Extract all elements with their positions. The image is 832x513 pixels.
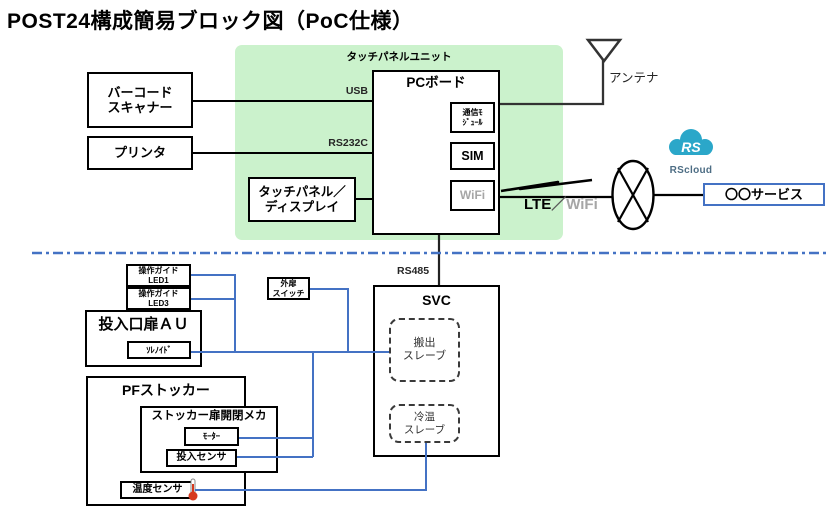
svc-label: SVC — [422, 292, 451, 308]
touch-panel-unit-label: タッチパネルユニット — [346, 51, 452, 63]
inlet-door-au-label: 投入口扉ＡＵ — [98, 316, 189, 333]
node-guide-led3: 操作ガイド LED3 — [126, 287, 191, 310]
node-barcode-scanner: バーコード スキャナー — [87, 72, 193, 128]
node-solenoid: ｿﾚﾉｲﾄﾞ — [127, 341, 191, 359]
rs485-label: RS485 — [397, 265, 430, 277]
node-temp-sensor: 温度センサ — [120, 478, 198, 501]
outer-door-wire — [310, 288, 349, 352]
stocker-door-mech-label: ストッカー扉開閉メカ — [151, 410, 267, 422]
lte-wifi-label: LTE／WiFi — [524, 196, 598, 213]
antenna-label: アンテナ — [609, 71, 659, 85]
node-carry-out-slave: 搬出 スレーブ — [389, 318, 460, 382]
node-outer-door-switch: 外扉 スイッチ — [267, 277, 310, 300]
node-guide-led1: 操作ガイド LED1 — [126, 264, 191, 287]
thermometer-icon — [188, 478, 198, 501]
rscloud-logo: RS RScloud — [662, 126, 720, 176]
node-motor: ﾓｰﾀｰ — [184, 427, 239, 446]
rscloud-caption: RScloud — [669, 165, 713, 176]
node-comm-module: 通信ﾓ ｼﾞｭｰﾙ — [450, 102, 495, 133]
pc-board-label: PCボード — [406, 75, 466, 90]
cloud-icon: RS — [669, 129, 713, 155]
antenna-icon — [585, 38, 623, 64]
pf-stocker-label: PFストッカー — [122, 382, 210, 398]
node-sim: SIM — [450, 142, 495, 170]
usb-label: USB — [345, 85, 368, 97]
rs232c-label: RS232C — [328, 137, 368, 149]
node-printer: プリンタ — [87, 136, 193, 170]
node-wifi: WiFi — [450, 180, 495, 211]
cloud-monogram: RS — [681, 139, 701, 155]
node-service: 〇〇サービス — [703, 183, 825, 206]
node-inlet-sensor: 投入センサ — [166, 449, 237, 467]
node-cool-warm-slave: 冷温 スレーブ — [389, 404, 460, 443]
node-touch-panel-display: タッチパネル／ ディスプレイ — [248, 177, 356, 222]
network-node-icon — [611, 159, 655, 231]
page-title: POST24構成簡易ブロック図（PoC仕様） — [7, 10, 414, 33]
